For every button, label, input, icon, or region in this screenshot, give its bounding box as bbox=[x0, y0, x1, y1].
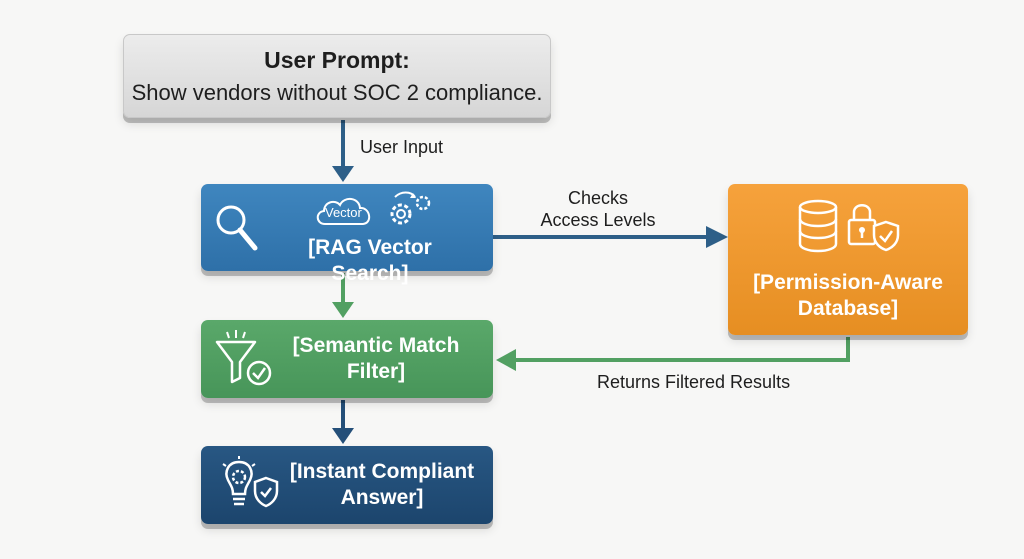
arrow-returns-results bbox=[496, 337, 850, 371]
arrow-rag-to-filter bbox=[332, 273, 354, 318]
arrow-checks-access bbox=[493, 226, 728, 248]
instant-compliant-answer-label: [Instant Compliant Answer] bbox=[283, 459, 481, 511]
rag-vector-search-node: Vector [RAG Vector Search] bbox=[201, 184, 493, 285]
user-prompt-title: User Prompt: bbox=[264, 47, 410, 73]
edge-label-user-input: User Input bbox=[360, 137, 444, 157]
instant-compliant-answer-line1: [Instant Compliant bbox=[289, 460, 475, 483]
permission-aware-database-line1: [Permission-Aware bbox=[753, 271, 943, 294]
cloud-icon bbox=[316, 198, 371, 225]
arrow-user-input bbox=[332, 120, 354, 182]
semantic-match-filter-node: [Semantic Match Filter] bbox=[201, 320, 493, 398]
user-prompt-node: User Prompt: Show vendors without SOC 2 … bbox=[123, 34, 551, 118]
lock-shield-icon bbox=[847, 204, 900, 252]
user-prompt-text: Show vendors without SOC 2 compliance. bbox=[131, 80, 543, 105]
shield-check-icon bbox=[253, 476, 279, 508]
edge-label-returns: Returns Filtered Results bbox=[597, 372, 791, 392]
lightbulb-gear-icon bbox=[222, 456, 256, 506]
permission-aware-database-label: [Permission-Aware Database] bbox=[738, 270, 958, 322]
arrow-filter-to-answer bbox=[332, 400, 354, 444]
rag-vector-search-label: [RAG Vector Search] bbox=[308, 236, 432, 285]
vector-icon-text: Vector bbox=[325, 205, 362, 220]
edge-label-checks: Checks Access Levels bbox=[528, 187, 668, 231]
semantic-match-filter-label: [Semantic Match Filter] bbox=[283, 333, 469, 385]
edge-label-checks-line2: Access Levels bbox=[540, 210, 656, 230]
instant-compliant-answer-node: [Instant Compliant Answer] bbox=[201, 446, 493, 524]
semantic-match-filter-line1: [Semantic Match bbox=[292, 334, 460, 357]
permission-aware-database-node: [Permission-Aware Database] bbox=[728, 184, 968, 335]
instant-compliant-answer-line2: Answer] bbox=[340, 486, 424, 509]
magnifier-icon bbox=[216, 205, 258, 251]
funnel-check-icon bbox=[215, 330, 272, 386]
permission-aware-database-line2: Database] bbox=[797, 297, 899, 320]
semantic-match-filter-line2: Filter] bbox=[346, 360, 406, 383]
gear-icon bbox=[390, 191, 431, 225]
edge-label-checks-line1: Checks bbox=[567, 188, 629, 208]
database-icon bbox=[798, 199, 838, 253]
